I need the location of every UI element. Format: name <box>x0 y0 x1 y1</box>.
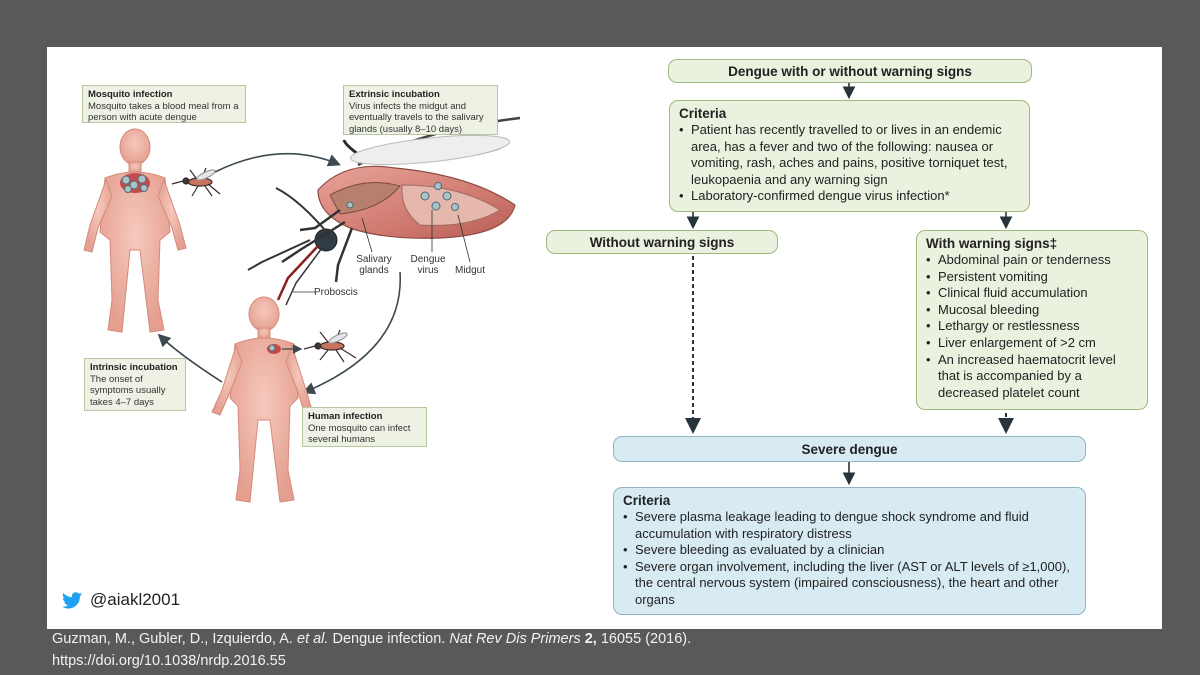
small-mosquito-2 <box>303 329 357 363</box>
warning-signs-list: Abdominal pain or tendernessPersistent v… <box>926 252 1138 401</box>
twitter-handle-text: @aiakl2001 <box>90 590 181 609</box>
salivary-glands-label: Salivary glands <box>356 254 392 276</box>
intrinsic-incubation-text: The onset of symptoms usually takes 4–7 … <box>90 373 166 408</box>
severe-criteria-list: Severe plasma leakage leading to dengue … <box>623 509 1076 609</box>
large-mosquito <box>247 116 521 306</box>
virus-cluster-1 <box>120 173 150 193</box>
list-item: Abdominal pain or tenderness <box>926 252 1138 269</box>
citation-authors: Guzman, M., Gubler, D., Izquierdo, A. <box>52 631 297 647</box>
citation-doi[interactable]: https://doi.org/10.1038/nrdp.2016.55 <box>52 653 286 669</box>
severe-criteria-box: Criteria Severe plasma leakage leading t… <box>613 487 1086 615</box>
virus-cluster-2 <box>267 344 281 354</box>
criteria-box: Criteria Patient has recently travelled … <box>669 100 1030 212</box>
citation-title: Dengue infection. <box>328 631 450 647</box>
citation-etal: et al. <box>297 631 329 647</box>
list-item: Liver enlargement of >2 cm <box>926 335 1138 352</box>
list-item: Persistent vomiting <box>926 269 1138 286</box>
dengue-virus-label: Dengue virus <box>410 254 446 276</box>
twitter-bird-icon <box>62 591 82 608</box>
without-warning-box: Without warning signs <box>546 230 778 254</box>
citation-journal: Nat Rev Dis Primers <box>449 631 581 647</box>
intrinsic-incubation-box: Intrinsic incubation The onset of sympto… <box>84 358 186 411</box>
arrow-to-symptoms <box>157 333 223 383</box>
proboscis-label: Proboscis <box>314 287 358 298</box>
with-warning-title: With warning signs‡ <box>926 236 1058 251</box>
citation-volume: 2, <box>580 631 597 647</box>
with-warning-box: With warning signs‡ Abdominal pain or te… <box>916 230 1148 410</box>
without-warning-title: Without warning signs <box>589 234 735 250</box>
arrow-to-mosquito <box>214 152 341 173</box>
extrinsic-incubation-title: Extrinsic incubation <box>349 89 440 100</box>
extrinsic-incubation-box: Extrinsic incubation Virus infects the m… <box>343 85 498 135</box>
human-figure-2 <box>211 296 313 503</box>
list-item: Clinical fluid accumulation <box>926 285 1138 302</box>
severe-dengue-title: Severe dengue <box>801 441 898 457</box>
list-item: Severe plasma leakage leading to dengue … <box>623 509 1076 542</box>
human-infection-title: Human infection <box>308 411 383 422</box>
list-item: Mucosal bleeding <box>926 302 1138 319</box>
severe-criteria-title: Criteria <box>623 493 671 508</box>
human-infection-box: Human infection One mosquito can infect … <box>302 407 427 447</box>
arrow-to-human <box>302 271 401 395</box>
small-mosquito-1 <box>171 167 221 197</box>
intrinsic-incubation-title: Intrinsic incubation <box>90 362 178 373</box>
list-item: An increased haematocrit level that is a… <box>926 352 1138 402</box>
criteria-title: Criteria <box>679 106 727 121</box>
citation-line: Guzman, M., Gubler, D., Izquierdo, A. et… <box>52 631 691 647</box>
mosquito-infection-title: Mosquito infection <box>88 89 173 100</box>
twitter-handle[interactable]: @aiakl2001 <box>62 590 180 610</box>
list-item: Lethargy or restlessness <box>926 318 1138 335</box>
mosquito-infection-box: Mosquito infection Mosquito takes a bloo… <box>82 85 246 123</box>
human-figure-1 <box>83 128 187 333</box>
list-item: Severe bleeding as evaluated by a clinic… <box>623 542 1076 559</box>
severe-dengue-box: Severe dengue <box>613 436 1086 462</box>
list-item: Severe organ involvement, including the … <box>623 559 1076 609</box>
midgut-label: Midgut <box>454 265 485 276</box>
top-title-box: Dengue with or without warning signs <box>668 59 1032 83</box>
extrinsic-incubation-text: Virus infects the midgut and eventually … <box>349 100 484 135</box>
citation-rest: 16055 (2016). <box>596 631 692 647</box>
list-item: Laboratory-confirmed dengue virus infect… <box>679 188 1020 205</box>
criteria-list: Patient has recently travelled to or liv… <box>679 122 1020 205</box>
top-title: Dengue with or without warning signs <box>728 63 972 79</box>
human-infection-text: One mosquito can infect several humans <box>308 422 411 446</box>
list-item: Patient has recently travelled to or liv… <box>679 122 1020 188</box>
mosquito-infection-text: Mosquito takes a blood meal from a perso… <box>88 100 239 124</box>
